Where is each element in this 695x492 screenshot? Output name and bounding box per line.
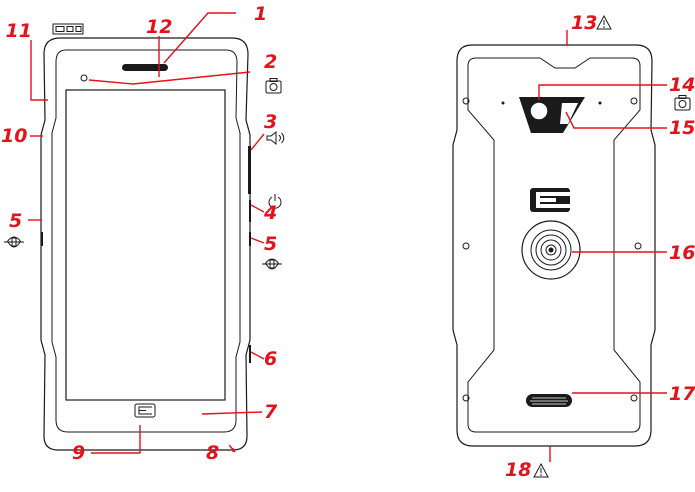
lanyard-slot-left xyxy=(41,232,43,246)
callout-9: 9 xyxy=(72,442,85,464)
lanyard-icon xyxy=(4,237,24,247)
camera-icon xyxy=(675,96,690,111)
front-view xyxy=(41,38,251,450)
front-screen xyxy=(66,90,225,400)
earpiece xyxy=(122,64,168,71)
power-button xyxy=(249,200,251,222)
loudspeaker-grille xyxy=(526,394,572,407)
callout-10: 10 xyxy=(1,125,27,147)
callout-12: 12 xyxy=(146,16,172,38)
callout-4: 4 xyxy=(263,202,277,224)
sensor-dot xyxy=(502,102,505,105)
callout-14: 14 xyxy=(669,74,695,96)
callout-7: 7 xyxy=(264,401,278,423)
callout-11: 11 xyxy=(6,20,32,42)
callout-16: 16 xyxy=(669,242,695,264)
sim-tray-icon xyxy=(53,24,83,34)
warning-icon xyxy=(597,16,611,29)
back-screw xyxy=(631,98,637,104)
volume-icon xyxy=(267,132,284,144)
brand-logo xyxy=(530,188,570,212)
x-link-connector xyxy=(522,221,580,279)
lanyard-icon xyxy=(262,259,282,269)
back-screw xyxy=(463,243,469,249)
back-screw xyxy=(631,395,637,401)
side-key xyxy=(249,345,251,363)
callout-3: 3 xyxy=(264,111,277,133)
rear-camera-lens xyxy=(530,102,548,120)
front-camera xyxy=(81,75,87,81)
callout-5-right: 5 xyxy=(264,233,277,255)
warning-icon xyxy=(534,464,548,477)
sensor-dot xyxy=(599,102,602,105)
front-logo-button xyxy=(135,404,155,417)
camera-icon xyxy=(266,79,281,94)
callout-17: 17 xyxy=(669,383,695,405)
front-outer-body xyxy=(41,38,250,450)
lanyard-slot-right xyxy=(249,232,251,246)
callout-1: 1 xyxy=(254,3,267,25)
callout-8: 8 xyxy=(206,442,219,464)
leader-lines xyxy=(28,13,667,462)
callout-numbers: 1 12 11 2 3 10 4 5 5 6 7 9 8 13 14 15 16… xyxy=(1,3,695,481)
volume-button xyxy=(248,146,251,194)
callout-5-left: 5 xyxy=(9,210,22,232)
callout-13: 13 xyxy=(571,12,597,34)
back-view xyxy=(453,45,655,446)
front-inner-bezel xyxy=(52,50,240,432)
callout-15: 15 xyxy=(669,117,695,139)
callout-2: 2 xyxy=(264,51,277,73)
callout-6: 6 xyxy=(264,348,277,370)
camera-flash xyxy=(560,103,578,124)
back-screw xyxy=(635,243,641,249)
callout-18: 18 xyxy=(505,459,531,481)
